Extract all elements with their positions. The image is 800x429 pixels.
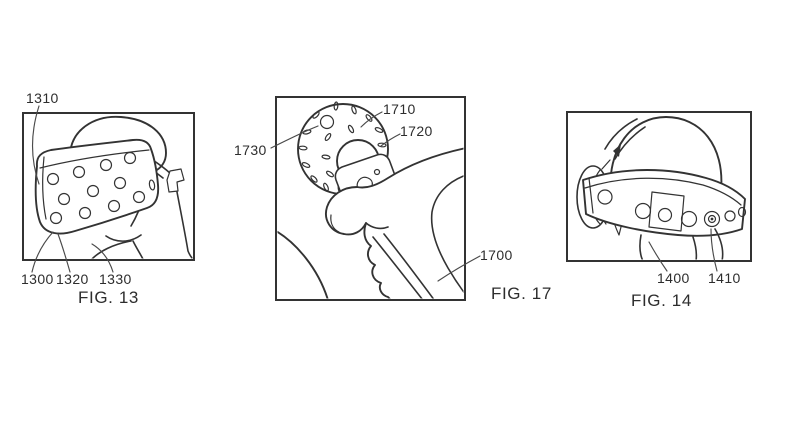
ref-numeral-1300: 1300 (21, 271, 54, 287)
visor-tracking-dots (46, 151, 156, 225)
ref-numeral-1400: 1400 (657, 270, 690, 286)
figure-17-leader-lines (270, 111, 481, 282)
headband-rear-view-drawing (566, 111, 752, 272)
ref-numeral-1730: 1730 (234, 142, 267, 158)
hand-outline (325, 147, 464, 299)
figure-14-caption: FIG. 14 (631, 291, 692, 310)
figure-14: 1400 1410 FIG. 14 (555, 85, 800, 325)
ref-numeral-1410: 1410 (708, 270, 741, 286)
figure-17: 1730 1710 1720 1700 FIG. 17 (230, 85, 560, 320)
ref-numeral-1310: 1310 (26, 90, 59, 106)
figure-13-leader-lines (31, 105, 114, 273)
headband-tracking-markers (597, 189, 747, 228)
ref-numeral-1700: 1700 (480, 247, 513, 263)
figure-13: 1310 1300 1320 1330 FIG. 13 (0, 85, 230, 325)
ref-numeral-1320: 1320 (56, 271, 89, 287)
ref-numeral-1720: 1720 (400, 123, 433, 139)
ref-numeral-1710: 1710 (383, 101, 416, 117)
ring-controller-in-hand-drawing (270, 96, 481, 301)
ref-numeral-1330: 1330 (99, 271, 132, 287)
figure-13-caption: FIG. 13 (78, 288, 139, 307)
figure-17-caption: FIG. 17 (491, 284, 552, 303)
figure-14-leader-lines (648, 228, 718, 272)
vr-headset-front-drawing (22, 105, 195, 273)
ring-camera-marker (319, 114, 335, 130)
